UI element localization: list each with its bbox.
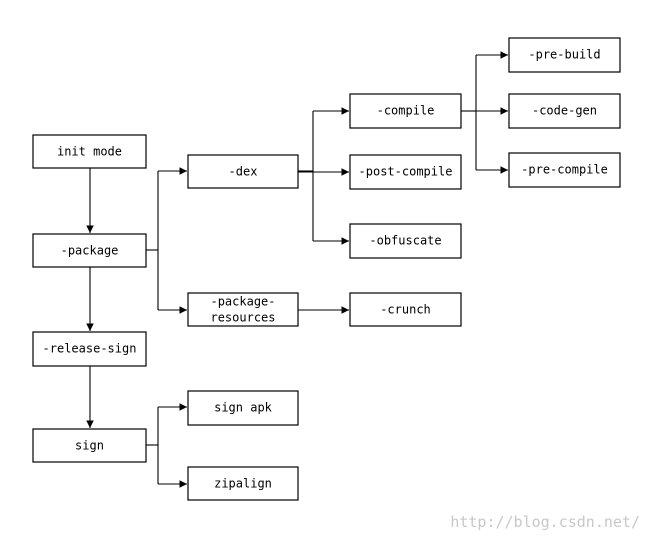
node-sign-apk-label: sign apk (214, 401, 273, 415)
node-post-compile-label: -post-compile (359, 165, 453, 179)
node-sign-label: sign (75, 439, 104, 453)
node-pre-build-label: -pre-build (528, 48, 600, 62)
node-compile-label: -compile (377, 104, 435, 118)
node-obfuscate-label: -obfuscate (369, 234, 441, 248)
node-release-sign: -release-sign (32, 331, 147, 367)
node-release-sign-label: -release-sign (43, 342, 137, 356)
node-pre-build: -pre-build (508, 37, 621, 73)
node-dex-label: -dex (229, 165, 258, 179)
node-package: -package (32, 233, 147, 268)
node-code-gen: -code-gen (508, 93, 621, 129)
node-package-resources-label-line2: resources (210, 311, 275, 325)
node-dex: -dex (187, 154, 299, 189)
edges (86, 51, 508, 488)
node-init-mode: init mode (32, 134, 147, 169)
node-package-label: -package (61, 244, 119, 258)
node-init-mode-label: init mode (57, 145, 122, 159)
node-package-resources-label-line1: -package- (210, 295, 275, 309)
node-sign: sign (32, 428, 147, 463)
node-crunch: -crunch (349, 292, 462, 327)
node-compile: -compile (349, 93, 462, 129)
watermark: http://blog.csdn.net/ (450, 513, 640, 531)
node-zipalign-label: zipalign (214, 477, 272, 491)
node-post-compile: -post-compile (349, 154, 462, 190)
node-zipalign: zipalign (187, 466, 299, 501)
node-pre-compile: -pre-compile (508, 152, 621, 188)
node-package-resources: -package- resources (187, 292, 299, 327)
node-pre-compile-label: -pre-compile (521, 163, 608, 177)
node-code-gen-label: -code-gen (532, 104, 597, 118)
node-sign-apk: sign apk (187, 390, 299, 426)
node-obfuscate: -obfuscate (349, 223, 462, 259)
node-crunch-label: -crunch (380, 303, 431, 317)
